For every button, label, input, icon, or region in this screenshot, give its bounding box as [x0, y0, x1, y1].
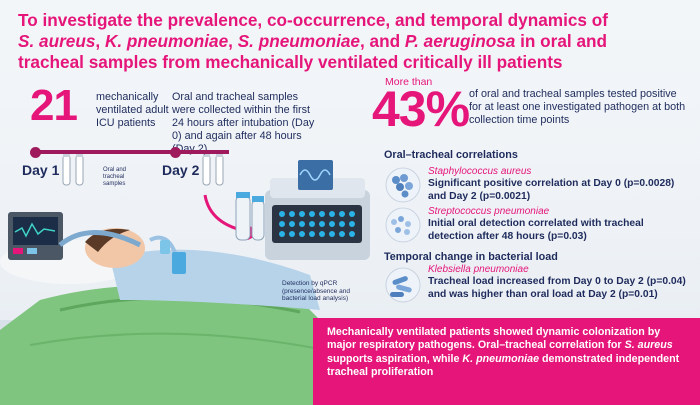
title-line-2: S. aureus, K. pneumoniae, S. pneumoniae,…: [18, 31, 688, 52]
day-1-label: Day 1: [22, 162, 60, 178]
title-separator: , and: [359, 31, 405, 51]
species-name: Staphylococcus aureus: [428, 166, 532, 177]
cocci-bacteria-icon: [385, 167, 421, 203]
positivity-percent: 43%: [372, 81, 470, 137]
conclusion-species: K. pneumoniae: [462, 352, 540, 365]
title-separator: ,: [95, 31, 105, 51]
qpcr-machine-icon: [235, 160, 370, 260]
species-name: Streptococcus pneumoniae: [428, 206, 550, 217]
temporal-detail: Tracheal load increased from Day 0 to Da…: [428, 276, 686, 300]
temporal-heading: Temporal change in bacterial load: [384, 251, 558, 263]
conclusion-species: S. aureus: [624, 339, 673, 352]
timeline-bar: [34, 150, 229, 154]
pathogen-s-aureus: S. aureus: [18, 31, 96, 51]
pathogen-p-aeruginosa: P. aeruginosa: [404, 31, 516, 51]
temporal-item: Klebsiella pneumoniae Tracheal load incr…: [428, 264, 690, 301]
sample-tube-icon: [202, 152, 224, 186]
title-separator: ,: [228, 31, 238, 51]
conclusion-box: Mechanically ventilated patients showed …: [313, 318, 700, 405]
conclusion-text: supports aspiration, while: [327, 352, 463, 365]
conclusion-text: demonstrated independent tracheal prolif…: [327, 352, 680, 379]
title-line-1: To investigate the prevalence, co-occurr…: [18, 10, 608, 30]
sampling-description: Oral and tracheal samples were collected…: [172, 91, 315, 155]
pathogen-k-pneumoniae: K. pneumoniae: [104, 31, 229, 51]
patient-description: mechanically ventilated adult ICU patien…: [96, 91, 169, 129]
day-2-label: Day 2: [162, 162, 200, 178]
rod-bacteria-icon: [385, 267, 421, 303]
pathogen-s-pneumoniae: S. pneumoniae: [237, 31, 360, 51]
timeline-dot-day1: [30, 147, 41, 158]
timeline-dot-day2: [170, 147, 181, 158]
cocci-bacteria-icon: [385, 207, 421, 243]
species-name: Klebsiella pneumoniae: [428, 264, 529, 275]
title-line-3: tracheal samples from mechanically venti…: [18, 52, 563, 72]
correlation-detail: Initial oral detection correlated with t…: [428, 218, 644, 242]
correlation-detail: Significant positive correlation at Day …: [428, 178, 675, 202]
more-than-label: More than: [385, 76, 433, 88]
title-suffix: in oral and: [515, 31, 608, 51]
page-title: To investigate the prevalence, co-occurr…: [18, 10, 688, 73]
patient-count: 21: [30, 81, 78, 130]
sample-tube-icon: [62, 152, 84, 186]
conclusion-text: Mechanically ventilated patients showed …: [327, 326, 661, 352]
correlation-item: Staphylococcus aureus Significant positi…: [428, 166, 690, 203]
qpcr-detection-label: Detection by qPCR (presence/absence and …: [282, 280, 350, 302]
sample-tube-label: Oral and tracheal samples: [103, 167, 127, 187]
correlation-item: Streptococcus pneumoniae Initial oral de…: [428, 206, 690, 243]
positivity-description: of oral and tracheal samples tested posi…: [469, 88, 686, 126]
correlations-heading: Oral–tracheal correlations: [384, 149, 518, 161]
